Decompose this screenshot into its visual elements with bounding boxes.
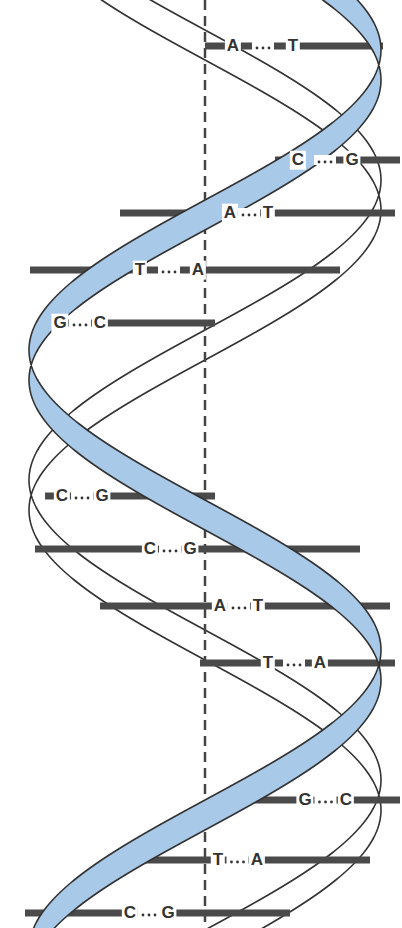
base-letter: A [312, 654, 328, 673]
hydrogen-bond [227, 855, 249, 865]
base-letter: T [133, 261, 147, 280]
base-letter: A [190, 261, 206, 280]
base-letter: G [343, 151, 360, 170]
white-backbone [29, 0, 381, 928]
base-letter: A [212, 597, 228, 616]
base-letter: T [211, 851, 225, 870]
base-letter: G [296, 791, 313, 810]
hydrogen-bond [283, 658, 305, 668]
hydrogen-bond [315, 795, 337, 805]
base-letter: T [261, 654, 275, 673]
hydrogen-bond [69, 318, 91, 328]
base-letter: C [122, 904, 138, 923]
hydrogen-bond [158, 265, 180, 275]
base-letter: G [159, 904, 176, 923]
base-letter: T [251, 597, 265, 616]
base-letter: C [54, 487, 70, 506]
base-letter: G [51, 314, 68, 333]
base-letter: G [181, 540, 198, 559]
hydrogen-bond [159, 544, 181, 554]
hydrogen-bond [228, 601, 250, 611]
hydrogen-bond [238, 208, 260, 218]
base-letter: C [338, 791, 354, 810]
base-letter: A [225, 37, 241, 56]
hydrogen-bond [314, 155, 336, 165]
base-letter: G [93, 487, 110, 506]
base-letter: T [286, 37, 300, 56]
base-letter: T [261, 204, 275, 223]
hydrogen-bond [138, 908, 160, 918]
base-letter: A [222, 204, 238, 223]
hydrogen-bond [252, 41, 274, 51]
blue-backbone [29, 0, 381, 928]
base-letter: C [290, 151, 306, 170]
base-letter: C [92, 314, 108, 333]
hydrogen-bond [71, 491, 93, 501]
base-letter: C [142, 540, 158, 559]
helix-axis [204, 0, 207, 928]
base-letter: A [249, 851, 265, 870]
base-pair-rung [30, 267, 340, 274]
